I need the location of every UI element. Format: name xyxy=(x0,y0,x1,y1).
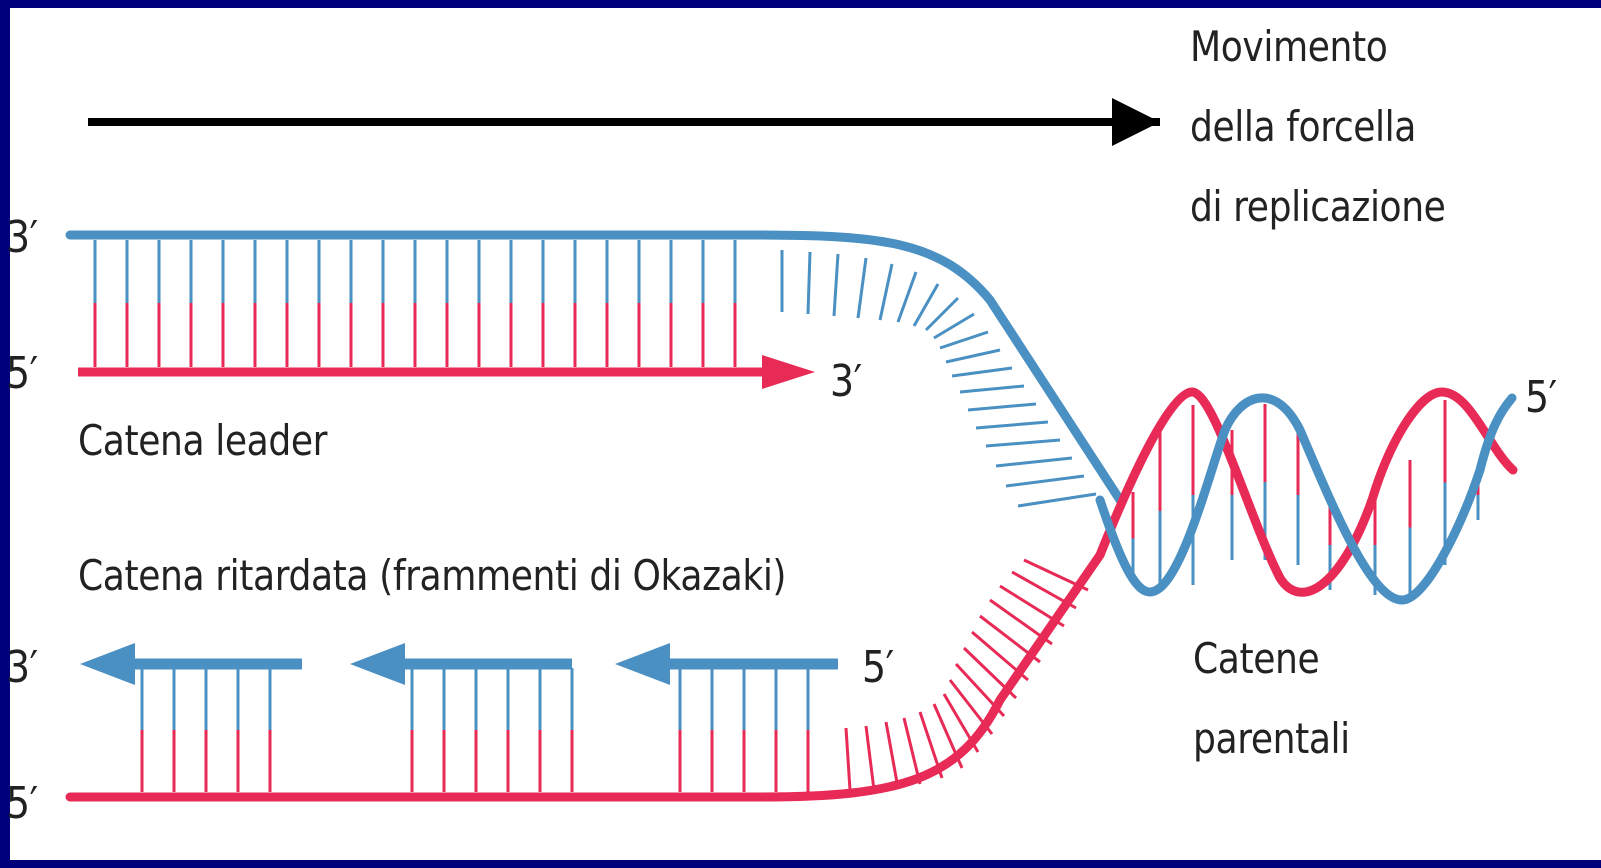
end-label-okazaki-left-3prime: 3′ xyxy=(6,642,38,693)
end-label-okazaki-right-5prime: 5′ xyxy=(862,642,894,693)
unpaired-base-top xyxy=(933,312,975,340)
unpaired-base-top xyxy=(806,251,812,315)
parental-strands-label-line-1: Catene xyxy=(1193,634,1320,683)
replication-fork-diagram xyxy=(65,98,1518,802)
unpaired-base-top xyxy=(912,283,940,327)
okazaki-fragments xyxy=(80,643,838,685)
unpaired-base-top xyxy=(951,366,1013,378)
end-label-bottom-left-5prime: 5′ xyxy=(6,778,38,829)
lagging-strand-label: Catena ritardata (frammenti di Okazaki) xyxy=(78,551,787,600)
okazaki-fragment-2-arrowhead xyxy=(350,643,405,685)
unpaired-base-top xyxy=(878,263,894,321)
helix-blue-strand-front xyxy=(1095,393,1517,605)
unpaired-base-top xyxy=(832,253,840,317)
parental-strands-label-line-2: parentali xyxy=(1193,714,1350,763)
unpaired-base-top xyxy=(967,402,1037,412)
unpaired-base-top xyxy=(939,330,989,350)
okazaki-fragment-3-arrowhead xyxy=(615,643,670,685)
unpaired-base-bottom xyxy=(844,727,852,791)
unpaired-base-top xyxy=(959,384,1025,394)
unpaired-base-top xyxy=(985,438,1061,448)
leading-strand-label: Catena leader xyxy=(78,416,328,465)
parental-double-helix xyxy=(1095,387,1518,605)
unpaired-base-top xyxy=(995,456,1073,468)
end-label-parental-right-5prime: 5′ xyxy=(1525,372,1557,423)
leading-strand-arrowhead xyxy=(762,355,815,389)
unpaired-base-bottom xyxy=(902,717,922,785)
end-label-leader-right-3prime: 3′ xyxy=(830,356,862,407)
helix-red-strand-back xyxy=(1095,387,1518,597)
parental-strand-bottom xyxy=(65,550,1105,802)
unpaired-base-top xyxy=(856,257,868,319)
unpaired-base-top xyxy=(975,420,1049,430)
okazaki-fragment-1-arrowhead xyxy=(80,643,135,685)
fork-movement-label-line-2: della forcella xyxy=(1190,102,1416,151)
unpaired-base-top xyxy=(924,296,960,332)
base-pair-rungs xyxy=(93,240,1480,792)
fork-movement-label-line-1: Movimento xyxy=(1190,22,1388,71)
end-label-top-left-3prime: 3′ xyxy=(6,212,38,263)
parental-strand-top xyxy=(65,230,1125,505)
unpaired-base-top xyxy=(1005,474,1085,488)
unpaired-base-bottom xyxy=(864,725,876,791)
fork-movement-label-line-3: di replicazione xyxy=(1190,182,1446,231)
unpaired-base-top xyxy=(1017,492,1097,508)
unpaired-base-top xyxy=(896,271,918,323)
end-label-leader-left-5prime: 5′ xyxy=(6,348,38,399)
unpaired-base-bottom xyxy=(884,721,900,789)
replication-fork-figure: Movimento della forcella di replicazione… xyxy=(6,8,1601,860)
unpaired-base-top xyxy=(945,348,1001,364)
